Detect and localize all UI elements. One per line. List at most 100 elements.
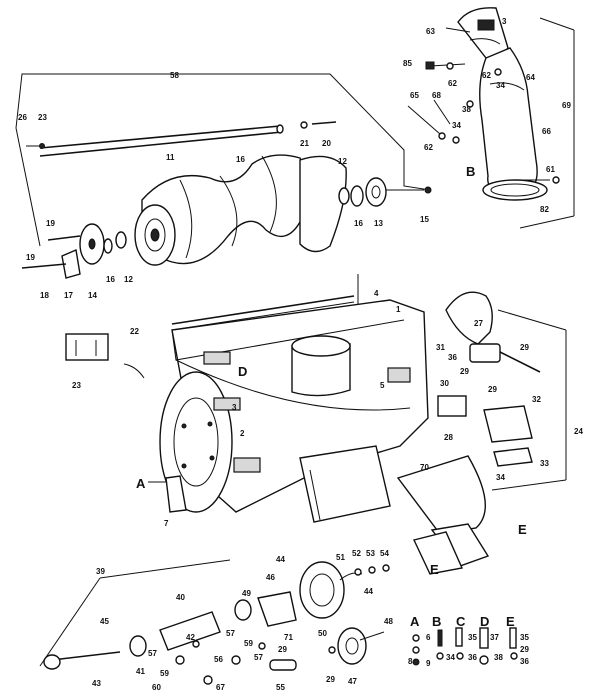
- callout: 47: [348, 677, 357, 686]
- callout: 34: [496, 81, 505, 90]
- callout: 59: [244, 639, 253, 648]
- callout: 7: [164, 519, 169, 528]
- callout: 23: [72, 381, 81, 390]
- callout: 51: [336, 553, 345, 562]
- callout: 18: [40, 291, 49, 300]
- discharge-chute-assembly: [407, 7, 575, 229]
- callout: 60: [152, 683, 161, 692]
- callout: 44: [276, 555, 285, 564]
- callout: 29: [278, 645, 287, 654]
- letter-e-skid-right: E: [518, 522, 527, 537]
- callout: 49: [242, 589, 251, 598]
- callout: 50: [318, 629, 327, 638]
- letter-d-key: D: [480, 614, 489, 629]
- callout: 16: [106, 275, 115, 284]
- callout: 41: [136, 667, 145, 676]
- diagram-reference-letters: B D A E E A B C D E: [136, 164, 527, 629]
- callout: 67: [216, 683, 225, 692]
- callout: 52: [352, 549, 361, 558]
- callout: 17: [64, 291, 73, 300]
- callout: 20: [322, 139, 331, 148]
- callout: 36: [448, 353, 457, 362]
- callout: 13: [374, 219, 383, 228]
- callout: 16: [354, 219, 363, 228]
- callout: 44: [364, 587, 373, 596]
- callout: 56: [214, 655, 223, 664]
- callout: 57: [148, 649, 157, 658]
- callout: 48: [384, 617, 393, 626]
- callout: 33: [540, 459, 549, 468]
- callout: 45: [100, 617, 109, 626]
- callout: 29: [460, 367, 469, 376]
- callout: 6: [426, 633, 431, 642]
- letter-c-key: C: [456, 614, 466, 629]
- callout: 12: [338, 157, 347, 166]
- callout: 35: [520, 633, 529, 642]
- callout: 15: [420, 215, 429, 224]
- auger-assembly: [15, 73, 432, 279]
- callout: 36: [520, 657, 529, 666]
- callout: 37: [490, 633, 499, 642]
- letter-e-key: E: [506, 614, 515, 629]
- callout: 71: [284, 633, 293, 642]
- callout: 34: [452, 121, 461, 130]
- callout: 21: [300, 139, 309, 148]
- callout: 69: [562, 101, 571, 110]
- callout: 9: [426, 659, 431, 668]
- callout: 16: [236, 155, 245, 164]
- callout: 29: [488, 385, 497, 394]
- letter-b-key: B: [432, 614, 441, 629]
- callout: 23: [38, 113, 47, 122]
- callout: 62: [448, 79, 457, 88]
- callout: 4: [374, 289, 379, 298]
- callout: 54: [380, 549, 389, 558]
- letter-a-key: A: [410, 614, 420, 629]
- callout: 62: [424, 143, 433, 152]
- hardware-key: [412, 627, 518, 666]
- callout: 64: [526, 73, 535, 82]
- callout: 58: [170, 71, 179, 80]
- callout: 11: [166, 153, 175, 162]
- callout: 34: [446, 653, 455, 662]
- callout: 40: [176, 593, 185, 602]
- callout: 39: [96, 567, 105, 576]
- callout: 43: [92, 679, 101, 688]
- callout: 29: [326, 675, 335, 684]
- callout: 38: [462, 105, 471, 114]
- callout: 29: [520, 343, 529, 352]
- callout: 1: [396, 305, 401, 314]
- callout: 12: [124, 275, 133, 284]
- callout: 66: [542, 127, 551, 136]
- callout: 35: [468, 633, 477, 642]
- callout: 27: [474, 319, 483, 328]
- callout: 19: [46, 219, 55, 228]
- callout: 68: [432, 91, 441, 100]
- callout: 63: [426, 27, 435, 36]
- letter-b-chute: B: [466, 164, 475, 179]
- auger-housing: [65, 274, 567, 575]
- callout: 3: [502, 17, 507, 26]
- callout: 14: [88, 291, 97, 300]
- callout: 32: [532, 395, 541, 404]
- callout: 70: [420, 463, 429, 472]
- callout: 2: [240, 429, 245, 438]
- callout: 85: [403, 59, 412, 68]
- callout: 22: [130, 327, 139, 336]
- letter-a-housing: A: [136, 476, 146, 491]
- callout: 3: [232, 403, 237, 412]
- callout: 5: [380, 381, 385, 390]
- callout: 31: [436, 343, 445, 352]
- callout: 57: [226, 629, 235, 638]
- drive-assembly: [39, 559, 390, 685]
- callout: 46: [266, 573, 275, 582]
- callout: 24: [574, 427, 583, 436]
- callout: 8: [408, 657, 413, 666]
- letter-e-skid-left: E: [430, 562, 439, 577]
- callout: 19: [26, 253, 35, 262]
- callout: 61: [546, 165, 555, 174]
- letter-d-housing: D: [238, 364, 247, 379]
- callout: 34: [496, 473, 505, 482]
- callout: 26: [18, 113, 27, 122]
- callout: 57: [254, 653, 263, 662]
